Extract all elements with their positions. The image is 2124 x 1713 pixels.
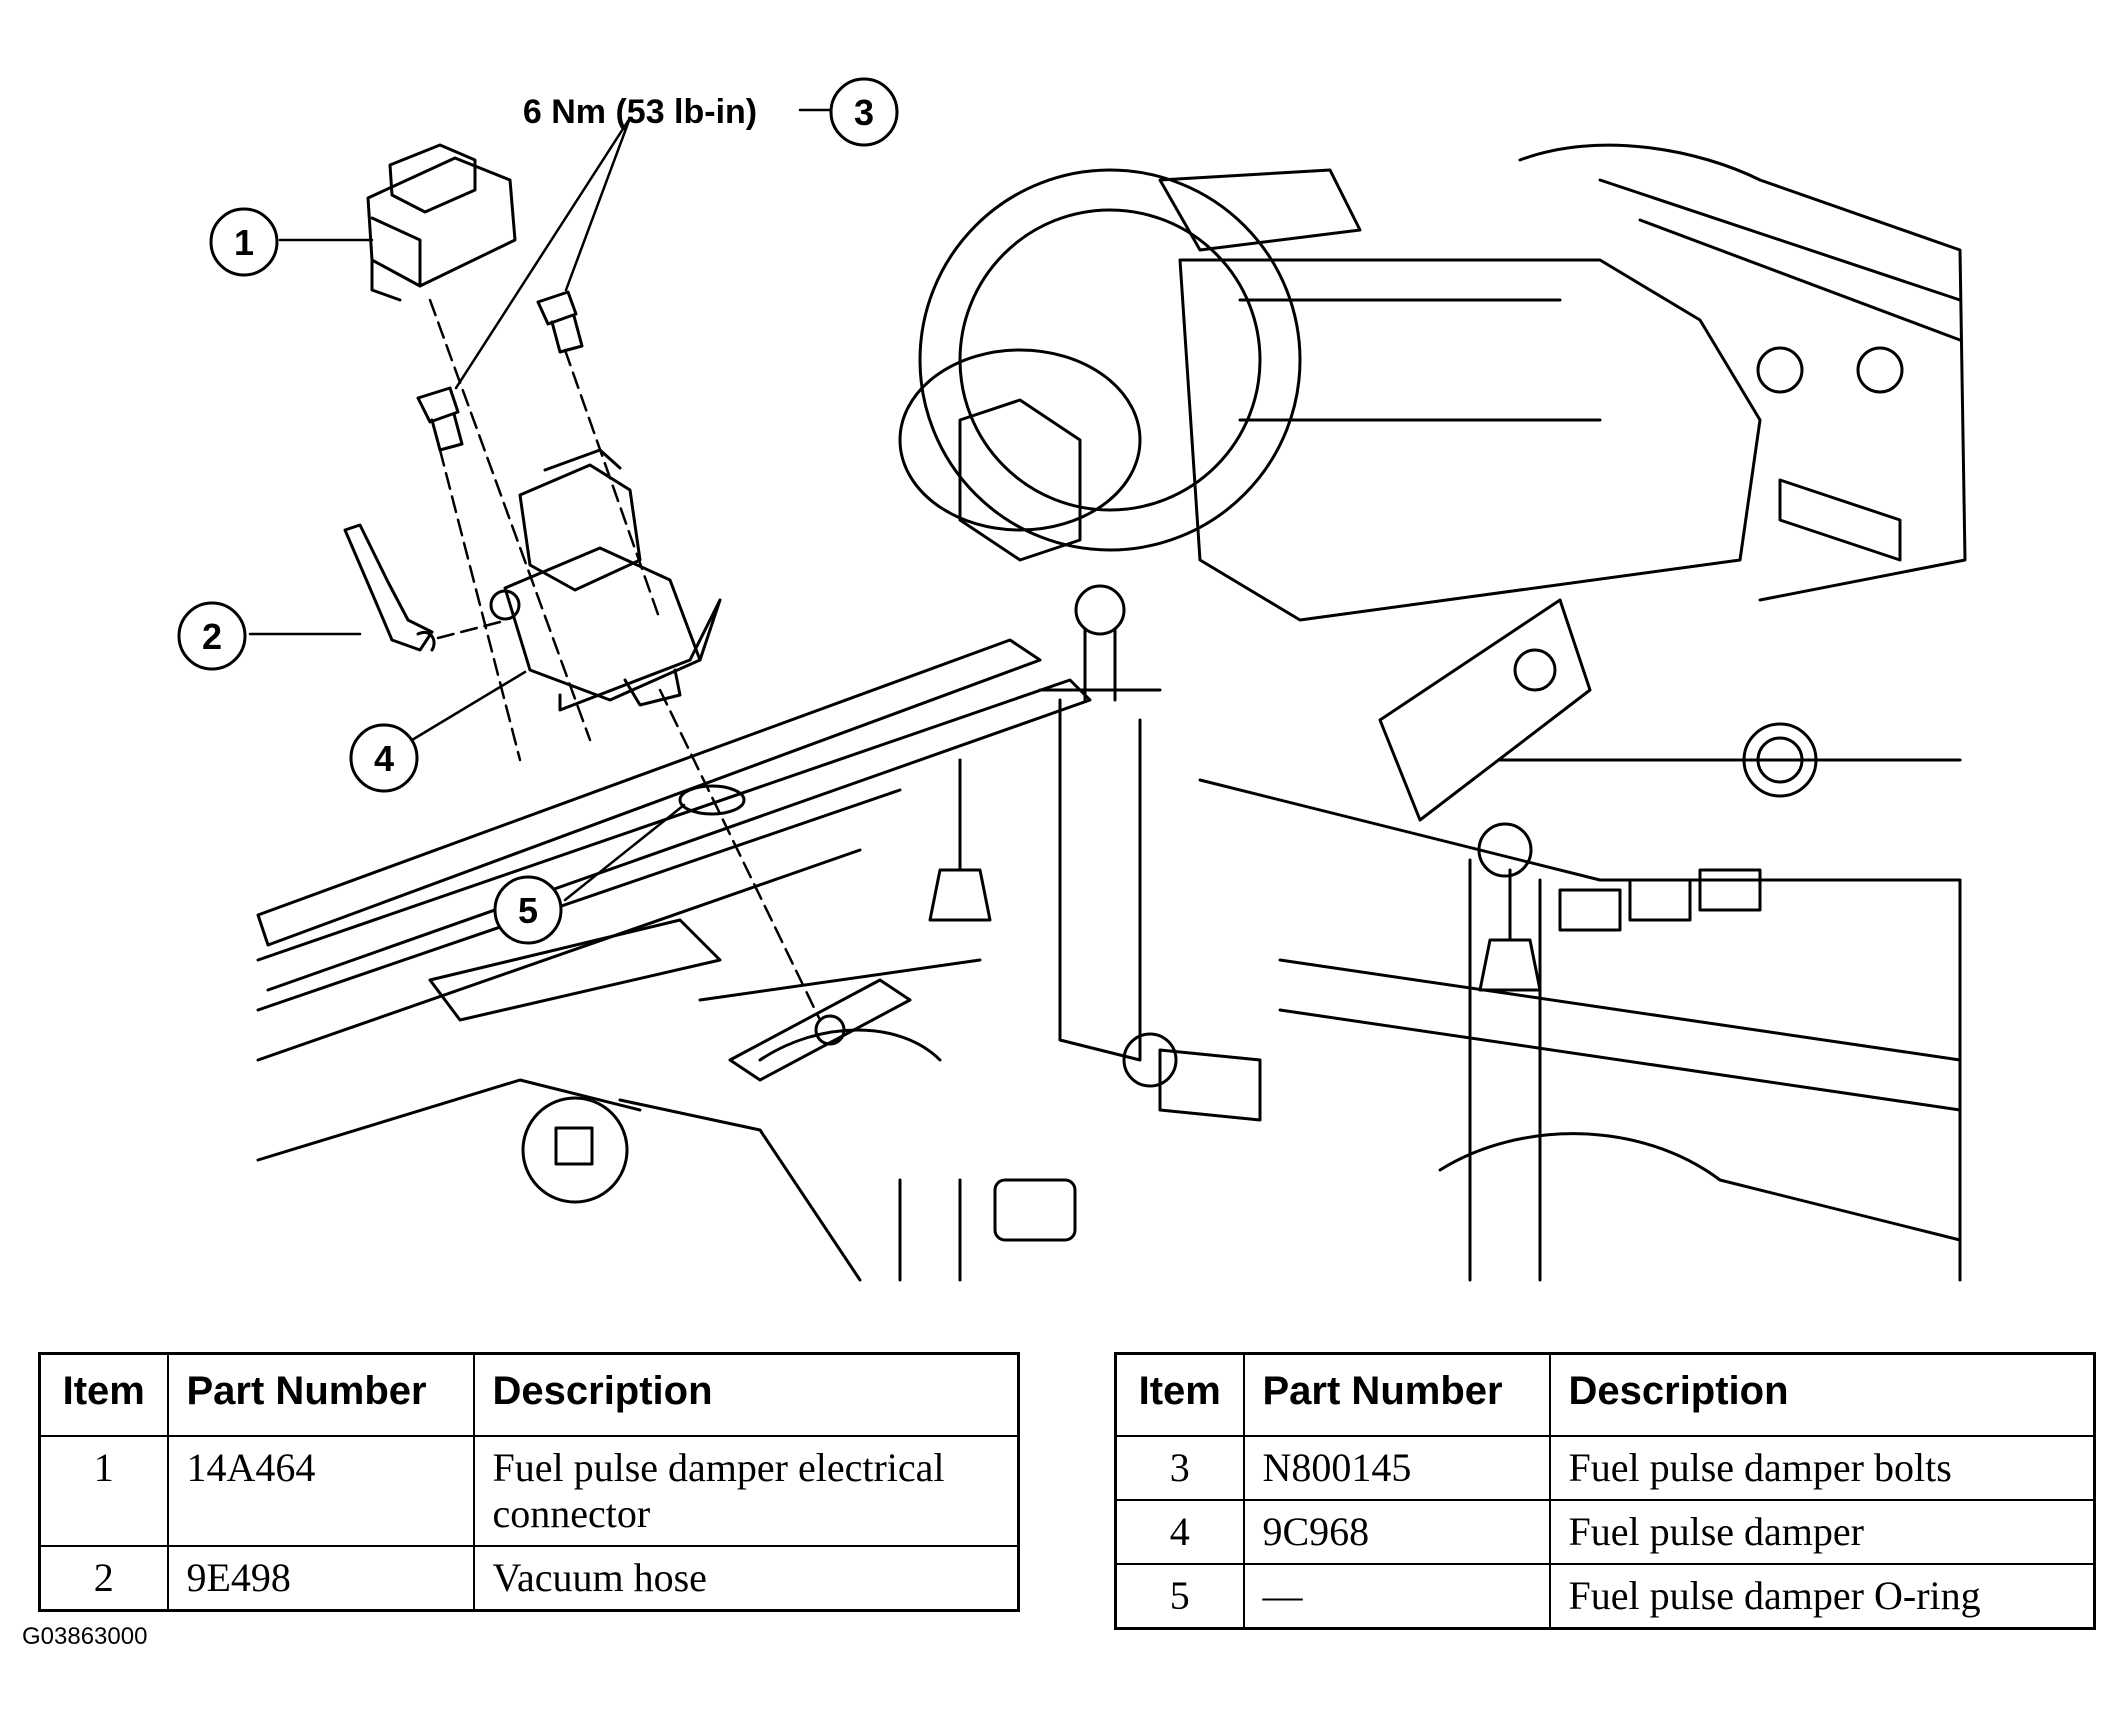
callout-label-4: 4 — [374, 738, 394, 779]
exploded-view-diagram: 1 2 3 4 5 6 Nm (53 lb-in) — [177, 77, 1967, 1282]
table-header-row: Item Part Number Description — [38, 1352, 1020, 1437]
item-cell: 2 — [38, 1545, 169, 1612]
description-cell: Vacuum hose — [472, 1545, 1020, 1612]
description-cell: Fuel pulse damper — [1548, 1499, 2096, 1565]
figure-code: G03863000 — [22, 1623, 148, 1650]
part-number-cell: 14A464 — [166, 1435, 475, 1547]
o-ring-part — [678, 784, 746, 816]
description-cell: Fuel pulse damper electrical connector — [472, 1435, 1020, 1547]
column-header-item: Item — [1114, 1352, 1245, 1437]
part-number-cell: — — [1242, 1563, 1551, 1630]
callout-label-1: 1 — [234, 222, 254, 263]
column-header-item: Item — [38, 1352, 169, 1437]
callout-circle-1 — [209, 207, 279, 277]
table-row: 1 14A464 Fuel pulse damper electrical co… — [38, 1435, 1020, 1547]
table-header-row: Item Part Number Description — [1114, 1352, 2096, 1437]
callout-label-5: 5 — [518, 890, 538, 931]
assembly-lines — [428, 298, 822, 1022]
callout-circle-2 — [177, 601, 247, 671]
electrical-connector-part — [366, 143, 517, 302]
item-cell: 1 — [38, 1435, 169, 1547]
column-header-part-number: Part Number — [1242, 1352, 1551, 1437]
torque-label: 6 Nm (53 lb-in) — [523, 93, 757, 131]
parts-table-left: Item Part Number Description 1 14A464 Fu… — [38, 1352, 1020, 1612]
part-number-cell: N800145 — [1242, 1435, 1551, 1501]
table-row: 2 9E498 Vacuum hose — [38, 1545, 1020, 1612]
description-cell: Fuel pulse damper O-ring — [1548, 1563, 2096, 1630]
item-cell: 5 — [1114, 1563, 1245, 1630]
table-row: 5 — Fuel pulse damper O-ring — [1114, 1563, 2096, 1630]
callout-circle-4 — [349, 723, 419, 793]
vacuum-hose-part — [343, 523, 436, 652]
table-row: 3 N800145 Fuel pulse damper bolts — [1114, 1435, 2096, 1501]
item-cell: 3 — [1114, 1435, 1245, 1501]
callout-label-3: 3 — [854, 92, 874, 133]
column-header-part-number: Part Number — [166, 1352, 475, 1437]
leader-lines — [248, 108, 862, 902]
column-header-description: Description — [1548, 1352, 2096, 1437]
parts-table-right: Item Part Number Description 3 N800145 F… — [1114, 1352, 2096, 1630]
callout-circle-5 — [493, 875, 563, 945]
callout-label-2: 2 — [202, 616, 222, 657]
part-number-cell: 9E498 — [166, 1545, 475, 1612]
damper-bolt-part — [536, 290, 584, 354]
engine-line-art — [256, 143, 1967, 1282]
description-cell: Fuel pulse damper bolts — [1548, 1435, 2096, 1501]
item-cell: 4 — [1114, 1499, 1245, 1565]
part-number-cell: 9C968 — [1242, 1499, 1551, 1565]
table-row: 4 9C968 Fuel pulse damper — [1114, 1499, 2096, 1565]
column-header-description: Description — [472, 1352, 1020, 1437]
callout-circle-3 — [829, 77, 899, 147]
damper-bolt-part — [416, 386, 464, 452]
